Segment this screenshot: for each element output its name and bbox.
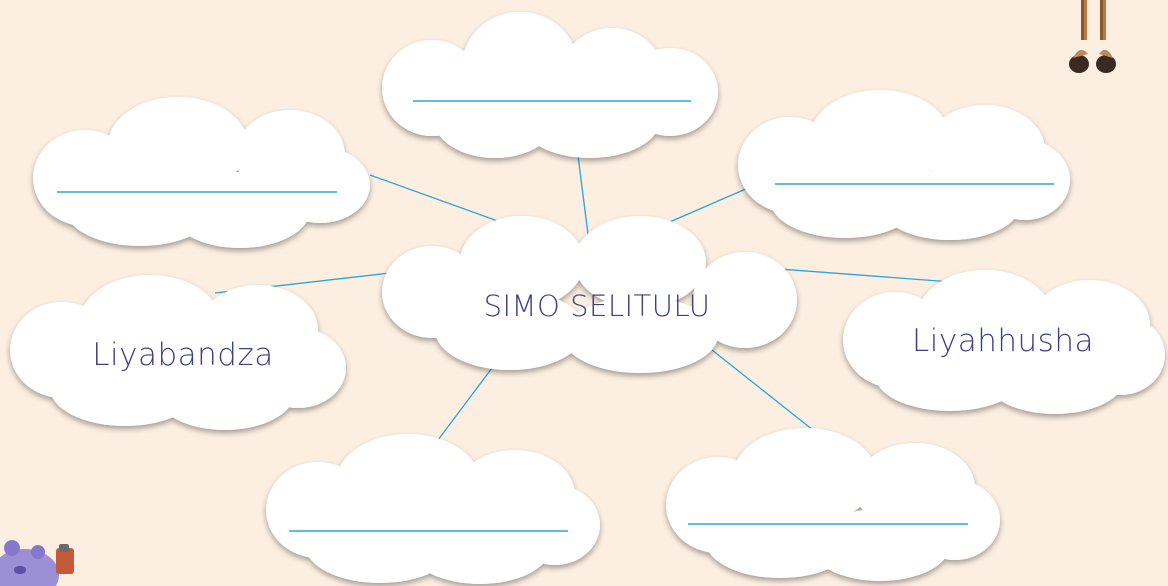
cloud-bottom-right	[666, 428, 1000, 581]
cloud-right	[843, 270, 1165, 414]
connector-top	[575, 139, 591, 251]
cloud-upper-right	[738, 90, 1070, 240]
left-branch-label: Liyabandza	[92, 337, 274, 373]
cloud-upper-left	[33, 97, 370, 248]
cloud-left	[10, 275, 346, 430]
cloud-center	[382, 216, 797, 373]
cloud-top	[382, 12, 718, 158]
right-branch-label: Liyahhusha	[912, 323, 1094, 359]
connector-bottom-left	[437, 367, 493, 441]
hippo-character-illustration	[0, 540, 74, 586]
center-concept-label: SIMO SELITULU	[483, 289, 711, 323]
person-legs-illustration	[1069, 0, 1116, 73]
cloud-bottom-left	[266, 434, 600, 584]
connector-bottom-right	[711, 349, 819, 435]
